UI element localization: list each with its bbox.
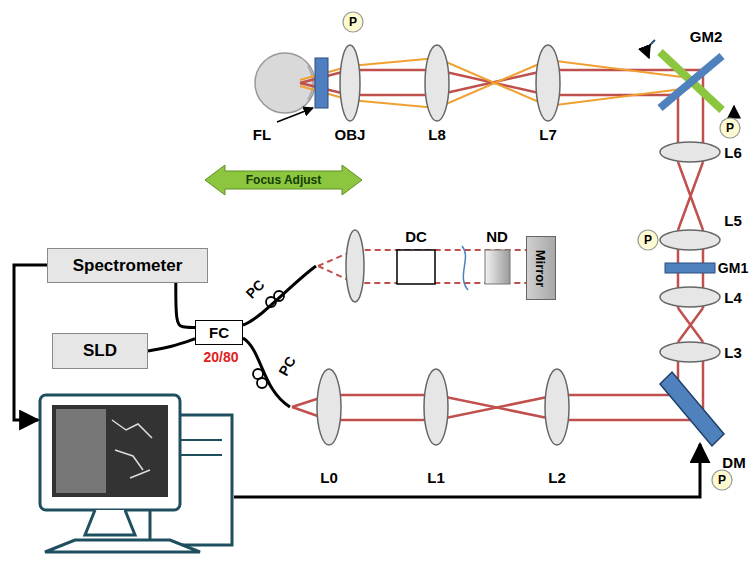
eye <box>255 53 315 113</box>
part-label: GM1 <box>718 261 748 275</box>
part-label: GM2 <box>690 29 723 44</box>
part-label: L3 <box>724 345 742 360</box>
part-label: OBJ <box>335 127 366 142</box>
signal-wire <box>234 444 700 497</box>
callout-letter: P <box>726 122 734 134</box>
fiber-coupler-box: FC <box>195 320 243 345</box>
part-label: L1 <box>427 470 445 485</box>
callout-letter: P <box>718 474 726 486</box>
lens <box>660 142 720 362</box>
node-text: Spectrometer <box>73 256 183 276</box>
mirror-box: Mirror <box>526 236 556 300</box>
callout-letter: P <box>644 234 652 246</box>
part-label: L8 <box>428 127 446 142</box>
optical-fiber <box>176 283 195 328</box>
galvo-mirror <box>648 40 734 122</box>
light-source-box: SLD <box>52 333 148 369</box>
lens <box>317 369 569 445</box>
computer <box>40 395 232 552</box>
part-label: L6 <box>724 145 742 160</box>
part-label: L0 <box>320 470 338 485</box>
galvo-mirror <box>665 263 715 273</box>
part-label: L5 <box>724 213 742 228</box>
part-label: PC <box>276 354 298 378</box>
dichroic-mirror <box>660 372 724 446</box>
node-text: Mirror <box>534 249 549 287</box>
sample-beam <box>292 70 703 420</box>
ratio-label: 20/80 <box>203 350 238 364</box>
spectrometer-box: Spectrometer <box>47 248 208 283</box>
part-label: L7 <box>539 127 557 142</box>
node-text: SLD <box>83 341 117 361</box>
part-label: L4 <box>724 290 742 305</box>
node-text: FC <box>209 324 229 341</box>
lens <box>340 45 560 121</box>
optical-fiber <box>148 339 195 351</box>
focus-adjust-arrow: Focus Adjust <box>205 165 362 195</box>
part-label: FL <box>253 127 271 142</box>
part-label: ND <box>486 229 508 244</box>
part-label: DC <box>405 229 427 244</box>
focus-lens <box>315 58 328 108</box>
polarization-controller <box>253 291 284 388</box>
optical-fiber <box>243 266 316 407</box>
callout-letter: P <box>349 16 357 28</box>
part-label: L2 <box>548 470 566 485</box>
part-label: DM <box>722 455 745 470</box>
callout-circle <box>343 12 740 490</box>
signal-wire <box>14 265 47 420</box>
node-text: Focus Adjust <box>246 173 322 187</box>
part-label: PC <box>243 277 267 301</box>
